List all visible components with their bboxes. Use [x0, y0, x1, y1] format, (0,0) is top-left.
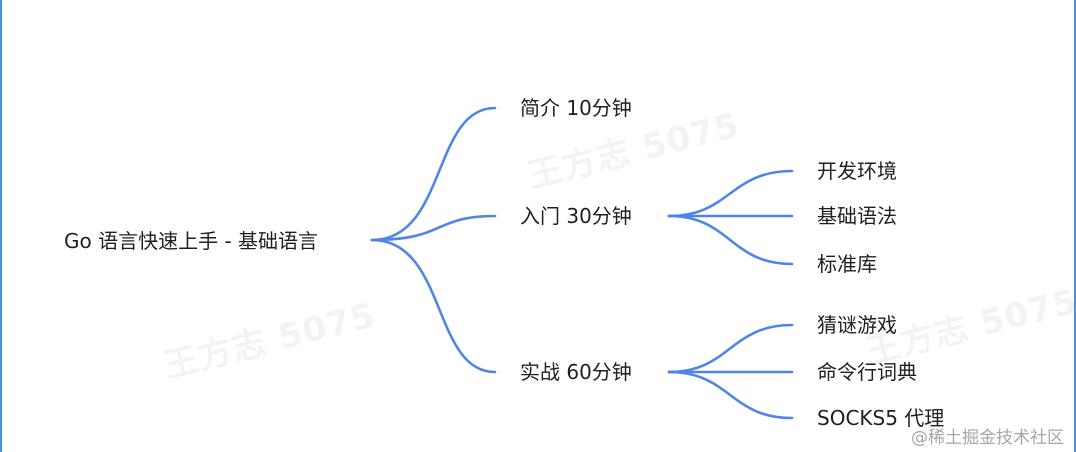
- edge-basics-to-dev-env: [667, 169, 794, 218]
- source-credit: @稀土掘金技术社区: [911, 428, 1064, 448]
- branch-node-intro: 简介 10分钟: [520, 96, 632, 120]
- edge-basics-to-stdlib: [667, 214, 794, 266]
- leaf-node-socks5: SOCKS5 代理: [817, 406, 945, 430]
- edge-practice-to-guessing-game: [667, 323, 794, 374]
- mindmap-root-node: Go 语言快速上手 - 基础语言: [64, 229, 319, 253]
- leaf-node-syntax: 基础语法: [817, 204, 897, 228]
- branch-node-practice: 实战 60分钟: [520, 360, 632, 384]
- edge-root-to-intro: [370, 106, 497, 242]
- edge-practice-to-socks5: [667, 370, 794, 420]
- leaf-node-stdlib: 标准库: [817, 252, 877, 276]
- branch-node-basics: 入门 30分钟: [520, 204, 632, 228]
- leaf-node-guessing-game: 猜谜游戏: [817, 313, 897, 337]
- leaf-node-dev-env: 开发环境: [817, 159, 897, 183]
- edge-root-to-practice: [370, 238, 497, 374]
- leaf-node-dictionary: 命令行词典: [817, 360, 917, 384]
- edge-root-to-basics: [370, 214, 497, 242]
